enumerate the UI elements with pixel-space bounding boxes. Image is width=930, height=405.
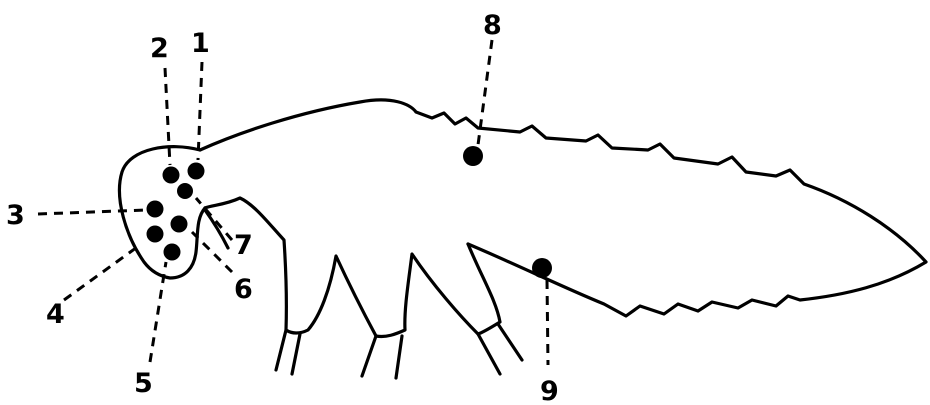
insect-mouthpart	[203, 208, 230, 250]
leader-2	[163, 67, 172, 166]
leader-9	[545, 279, 550, 366]
dot-8	[463, 146, 483, 166]
insect-underside-outline	[203, 196, 502, 339]
leader-1	[196, 61, 204, 161]
label-2: 2	[150, 33, 169, 64]
label-6: 6	[234, 274, 253, 305]
label-7: 7	[234, 230, 253, 261]
label-8: 8	[483, 10, 502, 41]
label-4: 4	[46, 299, 65, 330]
leader-3	[37, 208, 147, 216]
dot-9	[532, 258, 552, 278]
label-9: 9	[540, 376, 559, 405]
leader-5	[148, 261, 168, 363]
number-labels: 1 2 3 4 5 6 7 8 9	[6, 10, 559, 405]
label-3: 3	[6, 200, 25, 231]
dot-1	[187, 162, 205, 180]
leader-8	[476, 39, 494, 146]
dot-6	[170, 215, 188, 233]
dot-2	[162, 166, 180, 184]
dot-4	[146, 225, 164, 243]
dot-7a	[177, 183, 193, 199]
marker-dots	[146, 146, 552, 278]
leg-tarsi	[274, 322, 524, 380]
label-1: 1	[191, 28, 210, 59]
insect-body-outline	[198, 98, 928, 318]
leader-lines	[37, 39, 550, 366]
leader-6	[190, 230, 234, 274]
leader-4	[63, 243, 141, 302]
dot-3	[146, 200, 164, 218]
insect-head-outline	[117, 145, 207, 280]
dot-5	[163, 243, 181, 261]
label-5: 5	[134, 368, 153, 399]
